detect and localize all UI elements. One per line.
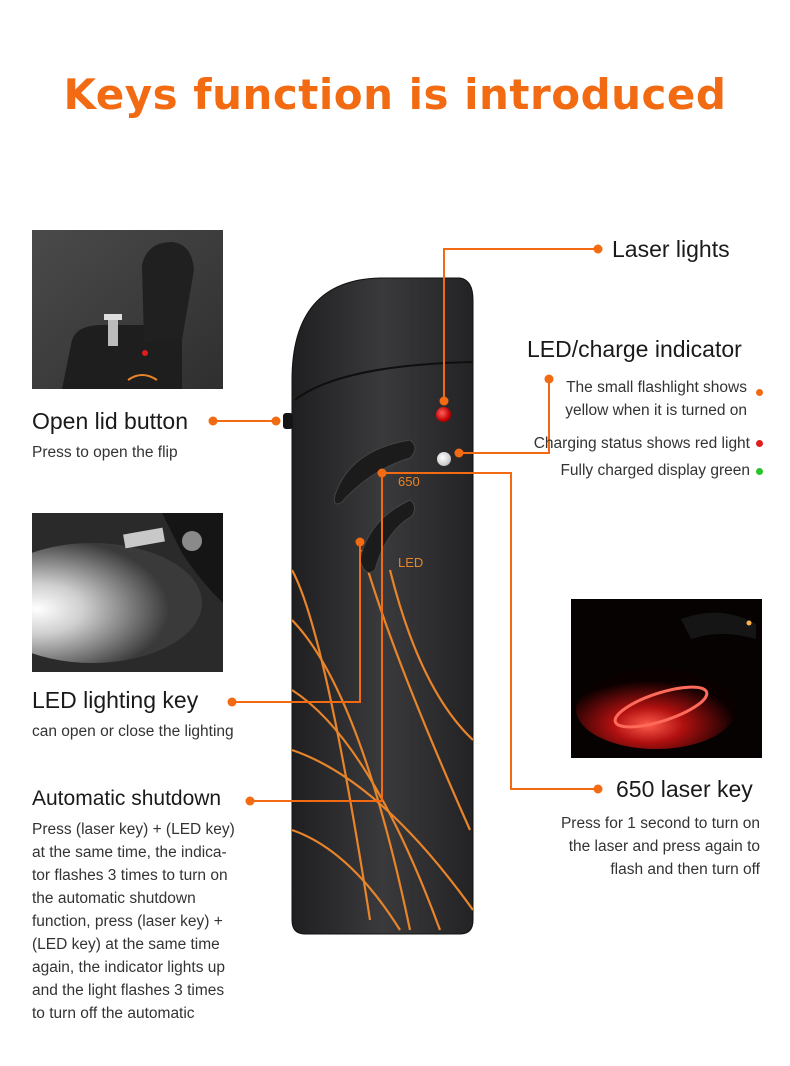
laser-key-shape <box>333 439 416 505</box>
laser-photo <box>571 599 762 758</box>
laser-key-label: 650 laser key <box>616 776 753 802</box>
led-charge-line1: The small flashlight shows <box>566 379 747 396</box>
laser-key-line: the laser and press again to <box>568 838 760 855</box>
auto-shutdown-line: again, the indicator lights up <box>32 959 226 976</box>
led-charge-label: LED/charge indicator <box>527 336 742 362</box>
key-650-label: 650 <box>398 474 420 489</box>
green-dot-icon <box>756 468 763 475</box>
side-lid-button <box>283 413 293 429</box>
led-charge-line2: yellow when it is turned on <box>565 402 747 419</box>
charging-status-text: Charging status shows red light <box>480 432 750 455</box>
auto-shutdown-line: (LED key) at the same time <box>32 936 220 953</box>
red-indicator-icon <box>436 407 451 422</box>
auto-shutdown-line: tor flashes 3 times to turn on <box>32 867 228 884</box>
auto-shutdown-desc: Press (laser key) + (LED key) at the sam… <box>32 818 262 1025</box>
auto-shutdown-line: to turn off the automatic <box>32 1005 195 1022</box>
white-indicator-icon <box>437 452 451 466</box>
yellow-dot-icon <box>756 389 763 396</box>
led-key-desc: can open or close the lighting <box>32 723 234 740</box>
key-led-label: LED <box>398 555 424 570</box>
led-key-label: LED lighting key <box>32 687 199 713</box>
page-title: Keys function is introduced <box>63 70 727 119</box>
laser-lights-label: Laser lights <box>612 236 730 262</box>
auto-shutdown-label: Automatic shutdown <box>32 787 222 810</box>
led-lighting-photo <box>32 513 223 672</box>
red-dot-icon <box>756 440 763 447</box>
auto-shutdown-line: and the light flashes 3 times <box>32 982 225 999</box>
charging-status-label: Charging status shows red light <box>533 435 750 452</box>
auto-shutdown-line: at the same time, the indica- <box>32 844 227 861</box>
open-lid-label: Open lid button <box>32 408 189 434</box>
laser-key-line: Press for 1 second to turn on <box>560 815 760 832</box>
open-lid-photo <box>32 230 223 389</box>
led-charge-desc: The small flashlight shows yellow when i… <box>500 376 747 422</box>
charged-status-text: Fully charged display green <box>480 459 750 482</box>
auto-shutdown-line: the automatic shutdown <box>32 890 196 907</box>
charged-status-label: Fully charged display green <box>560 462 750 479</box>
laser-lights-dot <box>593 244 603 254</box>
laser-key-desc: Press for 1 second to turn on the laser … <box>500 812 760 881</box>
open-lid-desc: Press to open the flip <box>32 444 178 461</box>
auto-shutdown-line: Press (laser key) + (LED key) <box>32 821 235 838</box>
auto-shutdown-line: function, press (laser key) + <box>32 913 223 930</box>
laser-key-line: flash and then turn off <box>610 861 760 878</box>
